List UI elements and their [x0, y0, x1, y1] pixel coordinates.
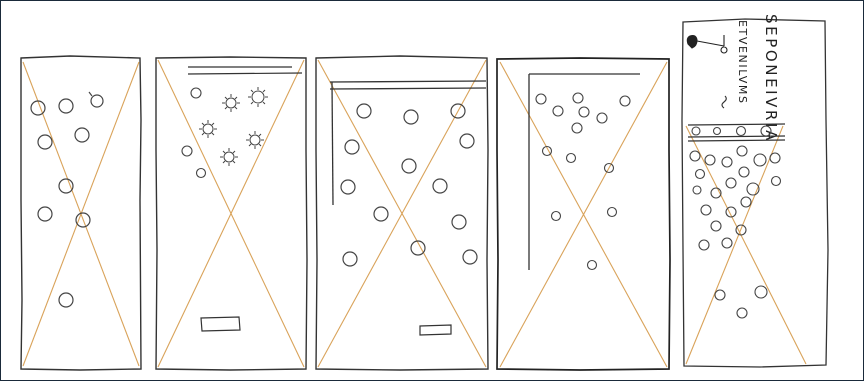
lamp-icon [687, 35, 727, 53]
panel-2 [156, 57, 307, 370]
side-line [332, 82, 333, 205]
bubble [463, 250, 477, 264]
bubble [182, 146, 192, 156]
bubble [772, 177, 781, 186]
bubble [588, 261, 597, 270]
bubble [552, 212, 561, 221]
starburst-icon [248, 87, 268, 107]
bubble [701, 205, 711, 215]
bubble [460, 134, 474, 148]
bubble [714, 128, 721, 135]
bubble [59, 99, 73, 113]
squiggle [722, 96, 726, 108]
bubble [553, 106, 563, 116]
panel-1 [21, 56, 141, 370]
bubble [739, 167, 749, 177]
bubble [690, 151, 700, 161]
panel-4 [497, 58, 670, 370]
small-rectangle [201, 317, 240, 331]
bubble [343, 252, 357, 266]
panel-5-outline [682, 19, 828, 367]
starburst-icon [222, 94, 240, 112]
bubble [75, 128, 89, 142]
bubble [357, 104, 371, 118]
bubble [737, 308, 747, 318]
bubble [699, 240, 709, 250]
top-line [188, 73, 302, 74]
bubble [567, 154, 576, 163]
bubble [722, 157, 732, 167]
bubble [696, 170, 705, 179]
bubble [345, 140, 359, 154]
panel-5-cross-b [686, 126, 783, 364]
bubble [31, 101, 45, 115]
small-rectangle [420, 325, 451, 335]
panel-3 [316, 56, 488, 370]
panel-5-cross-a [686, 126, 806, 364]
bubble-tail [89, 92, 92, 96]
bubble [726, 178, 736, 188]
bubble [741, 197, 751, 207]
bubble [692, 127, 700, 135]
bubble [579, 107, 589, 117]
bubble [91, 95, 103, 107]
handwritten-text-line-2: ETVENILVMS [736, 20, 749, 105]
bubble [711, 221, 721, 231]
panel-5: SEPONEIVRIA ETVENILVMS [682, 14, 828, 367]
bubble [374, 207, 388, 221]
bubble [737, 146, 747, 156]
bubble [597, 113, 607, 123]
bubble [452, 215, 466, 229]
bubble [573, 93, 583, 103]
bubble [38, 207, 52, 221]
bubble [770, 153, 780, 163]
bubble [433, 179, 447, 193]
bubble [191, 88, 201, 98]
bubble [341, 180, 355, 194]
bubble [754, 154, 766, 166]
bubble [536, 94, 546, 104]
starburst-icon [199, 120, 217, 138]
bubble [402, 159, 416, 173]
bubble [608, 208, 617, 217]
top-line [330, 81, 486, 82]
bubble [693, 186, 701, 194]
bubble [722, 238, 732, 248]
bubble [620, 96, 630, 106]
bubble [38, 135, 52, 149]
bubble [404, 110, 418, 124]
bubble [737, 127, 746, 136]
bubble [705, 155, 715, 165]
bubble [572, 123, 582, 133]
bubble [755, 286, 767, 298]
bubble [59, 293, 73, 307]
bubble [197, 169, 206, 178]
starburst-icon [220, 148, 238, 166]
bubble [715, 290, 725, 300]
top-line [330, 88, 486, 89]
starburst-icon [246, 131, 264, 149]
starburst-group [199, 87, 268, 166]
